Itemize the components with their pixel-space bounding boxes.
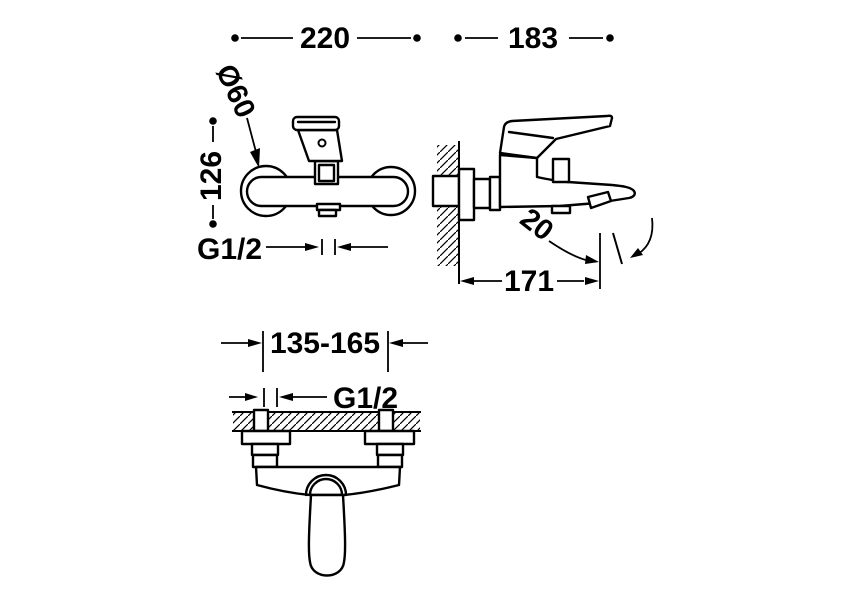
aerator	[550, 204, 572, 215]
diverter-knob	[551, 157, 571, 184]
supply-pipe-stub-right	[377, 408, 395, 433]
dimension-dot	[231, 34, 239, 42]
arrowhead-right	[305, 243, 319, 251]
arrowhead-right	[245, 393, 258, 401]
dimension-220-label: 220	[300, 22, 350, 55]
lever-handle-side	[498, 114, 614, 160]
dimension-dot	[606, 34, 614, 42]
spout-outlet-side	[586, 190, 613, 210]
cartridge-inner	[317, 163, 336, 183]
top-thread-callout: G1/2	[229, 382, 398, 415]
arrowhead-right	[585, 277, 599, 285]
angle-callout-20: 20	[514, 202, 654, 265]
front-view-faucet	[239, 115, 417, 218]
arrowhead-right	[248, 339, 262, 347]
handle-indicator-hole	[317, 138, 327, 148]
mixer-body-top	[254, 465, 402, 497]
angle-arrowhead	[585, 255, 599, 264]
dimension-126-label: 126	[195, 151, 228, 201]
dimension-183: 183	[454, 22, 614, 55]
handle-arch-outer	[304, 473, 348, 497]
union-nut-right	[375, 442, 405, 457]
dimension-dot	[454, 34, 462, 42]
leader-arrowhead	[250, 148, 260, 168]
union-nut-left-2	[251, 453, 279, 469]
angle-arrowhead	[630, 248, 643, 258]
dimension-171-label: 171	[504, 265, 554, 298]
dimension-126: 126	[195, 117, 228, 228]
arrowhead-left	[389, 339, 403, 347]
dimension-dot	[209, 220, 217, 228]
union-nut-left	[250, 442, 280, 457]
side-view-faucet	[457, 114, 636, 222]
dimension-135-165-label: 135-165	[270, 327, 380, 360]
top-view-faucet	[240, 429, 416, 577]
supply-pipe-stub	[431, 174, 461, 208]
dimension-171: 171	[460, 233, 601, 298]
supply-pipe-stub-left	[252, 408, 270, 433]
arrowhead-left	[337, 243, 351, 251]
wall-section-side	[431, 141, 461, 284]
handle-cap	[291, 115, 341, 132]
dimension-dot	[413, 34, 421, 42]
front-thread-label: G1/2	[197, 233, 262, 266]
front-thread-callout: G1/2	[197, 233, 388, 266]
dimension-220: 220	[231, 22, 421, 55]
flange-left	[240, 429, 292, 446]
escutcheon-side	[457, 167, 476, 222]
arrowhead-left	[279, 393, 293, 401]
wall-section-top	[232, 408, 421, 433]
wall-hatch	[233, 413, 420, 430]
diameter-label: Ø60	[209, 60, 261, 123]
angle-reference-line	[612, 232, 623, 265]
spout-outlet	[317, 208, 338, 218]
union-nut-right-2	[376, 453, 404, 469]
dimension-dot	[209, 117, 217, 125]
handle-arch-inner	[308, 477, 344, 497]
lever-handle-top	[307, 493, 347, 577]
dimension-183-label: 183	[508, 22, 558, 55]
arrowhead-left	[460, 277, 474, 285]
union-ring	[488, 175, 502, 212]
flange-right	[363, 429, 416, 446]
union-nut	[472, 177, 492, 210]
dimension-135-165: 135-165	[221, 327, 428, 372]
